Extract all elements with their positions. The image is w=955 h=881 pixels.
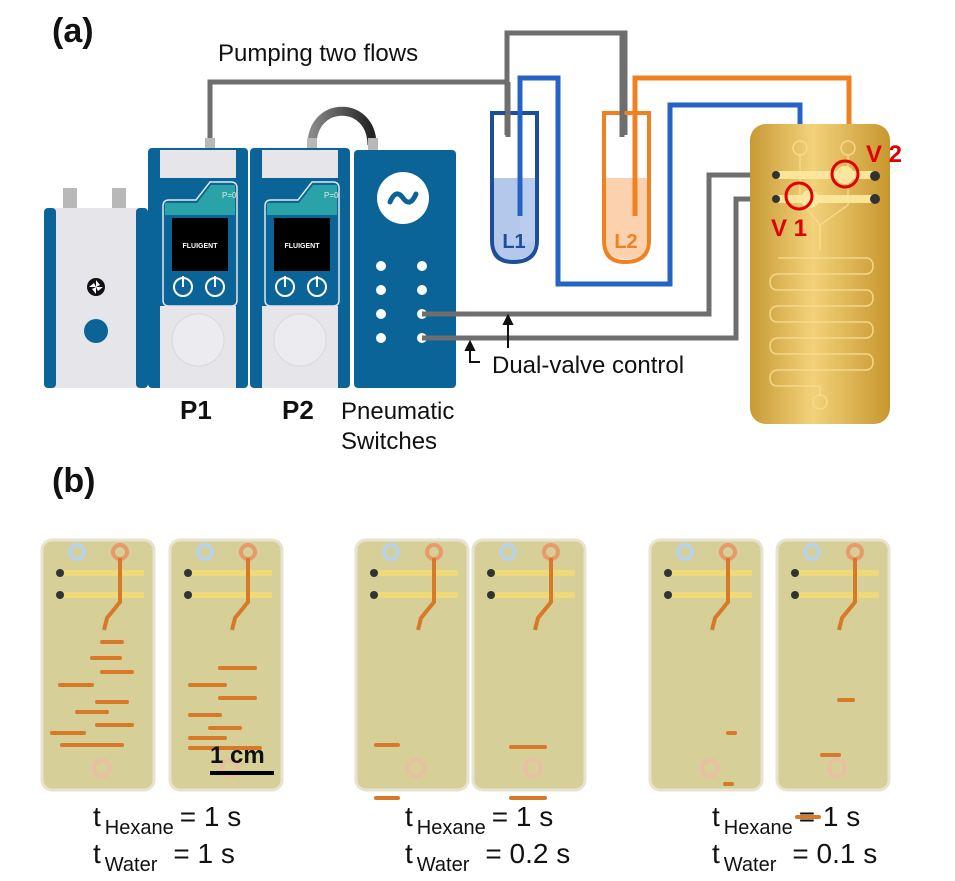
valve-v1-marker (784, 181, 814, 211)
chip-photo (471, 538, 587, 800)
pumping-label: Pumping two flows (218, 40, 419, 67)
fan-icon (87, 278, 105, 296)
pressure-source-device (44, 188, 148, 388)
scale-bar (210, 771, 274, 775)
flow-line-l1 (517, 75, 803, 287)
dual-valve-control-label: Dual-valve control (492, 352, 685, 379)
svg-text:FLUIGENT: FLUIGENT (183, 243, 219, 250)
valve-v2-label: V 2 (866, 141, 902, 168)
pneumatic-switches (354, 138, 456, 388)
reservoir-l1: L1 (490, 111, 539, 265)
svg-text:L2: L2 (614, 231, 637, 253)
control-arrows (464, 313, 514, 363)
connector-hose (307, 106, 377, 146)
panel-a-label: (a) (52, 12, 94, 50)
svg-text:FLUIGENT: FLUIGENT (285, 243, 321, 250)
valve-v2-marker (830, 159, 860, 189)
svg-text:L1: L1 (502, 231, 525, 253)
panel-b-photos (40, 538, 891, 819)
pump-screen (274, 218, 330, 271)
power-button-icon (84, 319, 108, 343)
pump-screen (172, 218, 228, 271)
chip-photo (354, 538, 470, 800)
panel-b-label: (b) (52, 462, 96, 500)
pump-p1: P=0 FLUIGENT (148, 138, 248, 388)
scale-bar-label: 1 cm (210, 742, 265, 769)
svg-text:P=0: P=0 (222, 191, 237, 200)
chip-photo (775, 538, 891, 819)
chip-photo (168, 538, 284, 792)
svg-text:P=0: P=0 (324, 191, 339, 200)
valve-v1-label: V 1 (771, 215, 807, 242)
chip-photo (648, 538, 764, 792)
pump-p2-label: P2 (282, 395, 314, 425)
control-tubes (422, 172, 775, 341)
chip-photo (40, 538, 156, 792)
reservoir-l2: L2 (602, 111, 651, 265)
pump-p2: P=0 FLUIGENT (250, 138, 350, 388)
pump-p1-label: P1 (180, 395, 212, 425)
microfluidic-chip (750, 124, 890, 424)
switches-label-line2: Switches (341, 428, 438, 455)
flow-line-l2 (632, 75, 852, 216)
panel-a-schematic: P=0 FLUIGENT P=0 FLUIGENT (44, 30, 902, 424)
switches-label-line1: Pneumatic (341, 398, 455, 425)
